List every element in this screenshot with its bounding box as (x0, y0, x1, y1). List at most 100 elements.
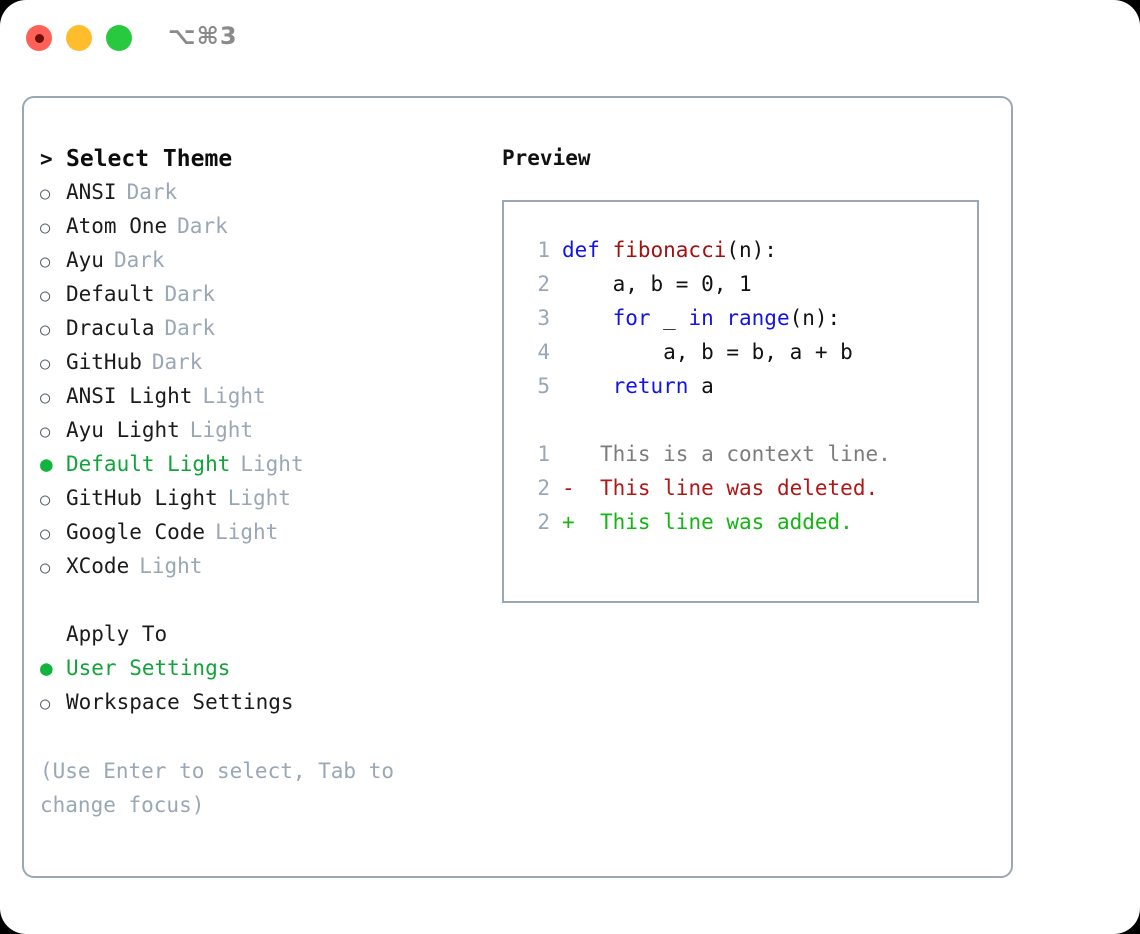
theme-item-atom-one[interactable]: ○ Atom One Dark (40, 214, 490, 248)
radio-icon[interactable]: ○ (40, 320, 51, 340)
theme-item-xcode[interactable]: ○ XCode Light (40, 554, 490, 588)
code-token: (n): (726, 238, 777, 262)
radio-icon[interactable]: ○ (40, 422, 51, 442)
code-token: fibonacci (612, 238, 727, 262)
theme-variant-badge: Dark (113, 248, 165, 272)
line-number: 2 (537, 272, 550, 296)
maximize-button[interactable] (106, 25, 132, 51)
theme-variant-badge: Light (215, 520, 279, 544)
code-token: (n): (789, 306, 841, 330)
select-theme-header: > Select Theme (40, 146, 490, 180)
list-spacer (40, 588, 490, 622)
theme-item-github-dark[interactable]: ○ GitHub Dark (40, 350, 490, 384)
theme-name: XCode (66, 554, 130, 578)
code-line: 3 for _ in range(n): (504, 306, 977, 340)
diff-line-added: 2 + This line was added. (504, 510, 977, 544)
radio-selected-icon[interactable]: ● (40, 656, 53, 680)
theme-name: Atom One (66, 214, 168, 238)
apply-to-option-label: User Settings (66, 656, 231, 680)
apply-to-indent: ○ (40, 622, 66, 646)
radio-icon[interactable]: ○ (40, 354, 51, 374)
apply-to-title: ○ Apply To (40, 622, 490, 656)
line-number: 1 (537, 238, 550, 262)
theme-name: Ayu (66, 248, 104, 272)
theme-item-github-light[interactable]: ○ GitHub Light Light (40, 486, 490, 520)
theme-list-column: > Select Theme ○ ANSI Dark ○ Atom One Da… (40, 146, 490, 822)
theme-variant-badge: Light (189, 418, 254, 442)
theme-variant-badge: Dark (164, 316, 216, 340)
close-button[interactable] (26, 25, 52, 51)
theme-name: Dracula (66, 316, 155, 340)
theme-name: GitHub Light (66, 486, 218, 510)
radio-icon[interactable]: ○ (40, 388, 51, 408)
radio-selected-icon[interactable]: ● (40, 452, 53, 476)
theme-name: ANSI (66, 180, 117, 204)
radio-icon[interactable]: ○ (40, 252, 51, 272)
theme-item-ayu-light[interactable]: ○ Ayu Light Light (40, 418, 490, 452)
theme-variant-badge: Dark (151, 350, 203, 374)
code-token: a (688, 374, 714, 398)
line-number: 5 (537, 374, 550, 398)
theme-variant-badge: Light (202, 384, 266, 408)
theme-name: GitHub (66, 350, 142, 374)
keyboard-hint-text: (Use Enter to select, Tab to change focu… (40, 759, 407, 817)
theme-item-ayu[interactable]: ○ Ayu Dark (40, 248, 490, 282)
radio-icon[interactable]: ○ (40, 694, 51, 714)
theme-variant-badge: Dark (126, 180, 178, 204)
theme-item-default-dark[interactable]: ○ Default Dark (40, 282, 490, 316)
code-token (562, 306, 613, 330)
apply-to-workspace-settings[interactable]: ○ Workspace Settings (40, 690, 490, 724)
code-line: 4 a, b = b, a + b (504, 340, 977, 374)
line-number: 4 (537, 340, 550, 364)
diff-marker: - (562, 476, 575, 500)
code-token: return (612, 374, 689, 398)
theme-variant-badge: Light (227, 486, 291, 510)
diff-marker (562, 442, 575, 466)
line-number: 2 (537, 476, 550, 500)
preview-panel: 1 def fibonacci(n): 2 a, b = 0, 1 3 for … (502, 200, 979, 603)
radio-icon[interactable]: ○ (40, 218, 51, 238)
theme-item-dracula[interactable]: ○ Dracula Dark (40, 316, 490, 350)
radio-icon[interactable]: ○ (40, 558, 51, 578)
preview-column: Preview 1 def fibonacci(n): 2 a, b = 0, … (502, 146, 1002, 603)
radio-icon[interactable]: ○ (40, 524, 51, 544)
code-line: 5 return a (504, 374, 977, 408)
theme-item-ansi[interactable]: ○ ANSI Dark (40, 180, 490, 214)
theme-name: Ayu Light (66, 418, 180, 442)
window-controls (26, 25, 132, 51)
apply-to-label: Apply To (66, 622, 168, 646)
theme-variant-badge: Light (240, 452, 304, 476)
radio-icon[interactable]: ○ (40, 490, 51, 510)
line-number: 3 (537, 306, 550, 330)
theme-variant-badge: Light (139, 554, 203, 578)
theme-name: Default (66, 282, 155, 306)
theme-name: Default Light (66, 452, 231, 476)
code-line: 1 def fibonacci(n): (504, 238, 977, 272)
diff-text: This is a context line. (599, 442, 891, 466)
theme-variant-badge: Dark (164, 282, 216, 306)
title-bar: ⌥⌘3 (0, 0, 1140, 78)
radio-icon[interactable]: ○ (40, 184, 51, 204)
apply-to-user-settings[interactable]: ● User Settings (40, 656, 490, 690)
theme-item-ansi-light[interactable]: ○ ANSI Light Light (40, 384, 490, 418)
line-number: 1 (537, 442, 550, 466)
line-number: 2 (537, 510, 550, 534)
diff-line-deleted: 2 - This line was deleted. (504, 476, 977, 510)
code-token: _ (650, 306, 689, 330)
code-token: in range (688, 306, 790, 330)
diff-text: This line was deleted. (599, 476, 879, 500)
diff-marker: + (562, 510, 575, 534)
theme-item-default-light[interactable]: ● Default Light Light (40, 452, 490, 486)
preview-title: Preview (502, 146, 591, 170)
code-token: for (612, 306, 651, 330)
theme-item-google-code[interactable]: ○ Google Code Light (40, 520, 490, 554)
close-dot-icon (34, 33, 44, 43)
code-token: a, b = b, a + b (562, 340, 853, 364)
code-token: a, b = 0, 1 (562, 272, 752, 296)
radio-icon[interactable]: ○ (40, 286, 51, 306)
code-line: 2 a, b = 0, 1 (504, 272, 977, 306)
minimize-button[interactable] (66, 25, 92, 51)
code-token (562, 374, 613, 398)
select-theme-title: Select Theme (66, 146, 233, 172)
